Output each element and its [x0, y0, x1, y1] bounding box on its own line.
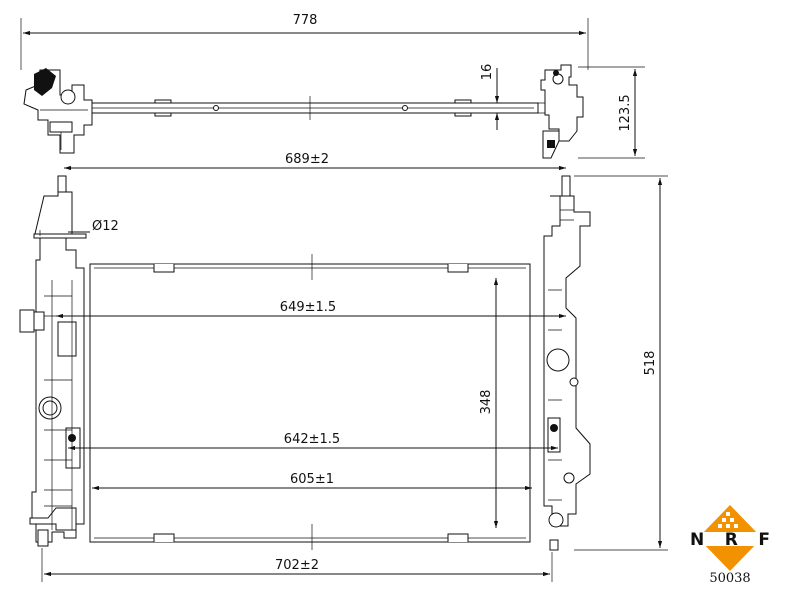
right-tank-top [540, 64, 584, 159]
dim-pipe-spacing: 689±2 [285, 152, 329, 167]
right-tank [543, 175, 591, 551]
dim-core-height: 348 [479, 390, 494, 415]
radiator-core [89, 263, 531, 543]
dim-overall-width: 702±2 [275, 558, 319, 573]
dim-core-width-upper: 649±1.5 [280, 300, 336, 315]
top-view: 778 16 [20, 13, 645, 159]
part-number: 50038 [709, 571, 750, 586]
left-tank [19, 175, 87, 547]
dim-overall-height: 518 [643, 351, 658, 376]
front-view: 689±2 Ø12 [19, 152, 668, 582]
nrf-logo: NRF [688, 505, 772, 571]
dim-pipe-diameter: Ø12 [92, 219, 119, 234]
dim-top-depth: 123.5 [618, 94, 633, 131]
left-tank-top [23, 68, 93, 154]
dim-core-width-lower: 642±1.5 [284, 432, 340, 447]
dim-top-width: 778 [293, 13, 318, 28]
dim-top-thickness: 16 [480, 64, 495, 81]
logo-text: NRF [690, 530, 770, 550]
dim-core-width-inner: 605±1 [290, 472, 334, 487]
